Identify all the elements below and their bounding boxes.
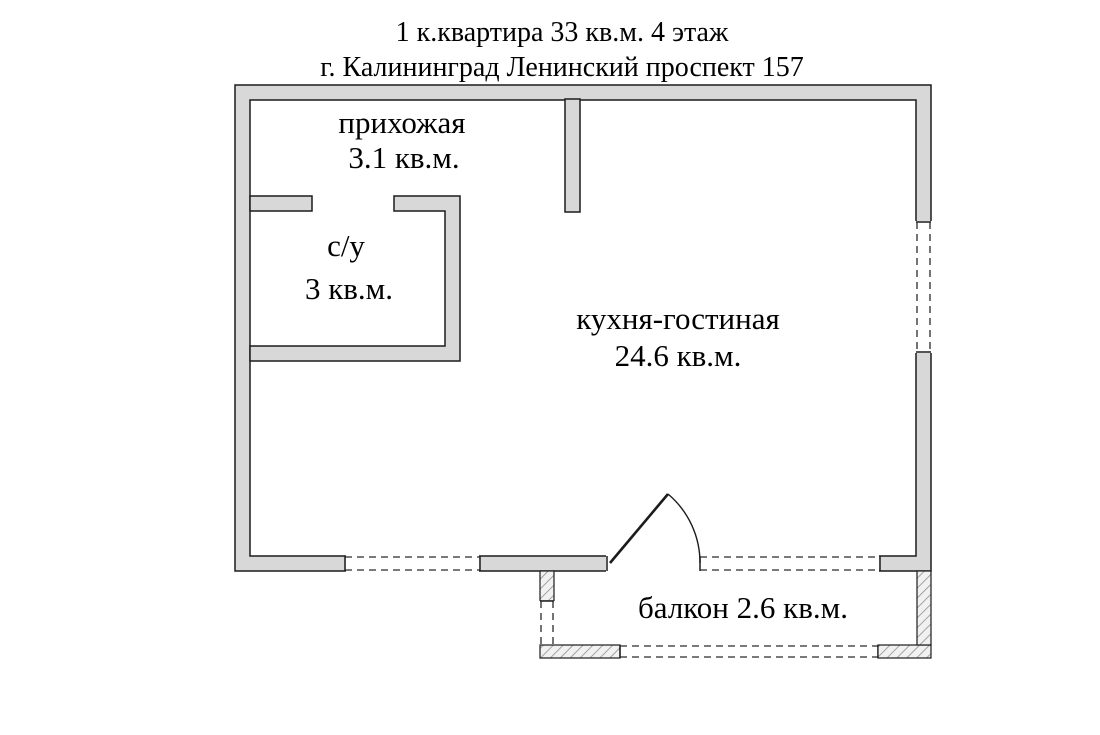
balcony-window-front [619, 644, 879, 659]
balcony-wall-right [916, 570, 932, 646]
room-label-kitchen-living: кухня-гостиная [576, 301, 780, 336]
room-label-hallway: прихожая [338, 105, 465, 140]
title-line-1: 1 к.квартира 33 кв.м. 4 этаж [396, 17, 729, 48]
window-bottom-right [700, 554, 881, 573]
wall-bathroom [249, 195, 461, 362]
room-area-kitchen-living: 24.6 кв.м. [615, 338, 742, 373]
balcony-window-left [538, 600, 556, 645]
room-label-balcony: балкон 2.6 кв.м. [638, 590, 848, 625]
room-area-bathroom: 3 кв.м. [305, 271, 393, 306]
balcony-wall-bottom-right [877, 644, 932, 659]
balcony-wall-bottom-left [539, 644, 621, 659]
room-area-hallway: 3.1 кв.м. [348, 140, 459, 175]
wall-bathroom-top-left [249, 195, 313, 212]
window-right [914, 221, 933, 353]
balcony-wall-left [539, 570, 555, 602]
room-label-bathroom: с/у [327, 228, 365, 263]
balcony-walls [538, 570, 932, 659]
balcony-door [606, 493, 701, 573]
title-line-2: г. Калининград Ленинский проспект 157 [320, 52, 804, 83]
window-bottom-left [344, 554, 481, 573]
wall-hallway-divider [564, 98, 581, 213]
